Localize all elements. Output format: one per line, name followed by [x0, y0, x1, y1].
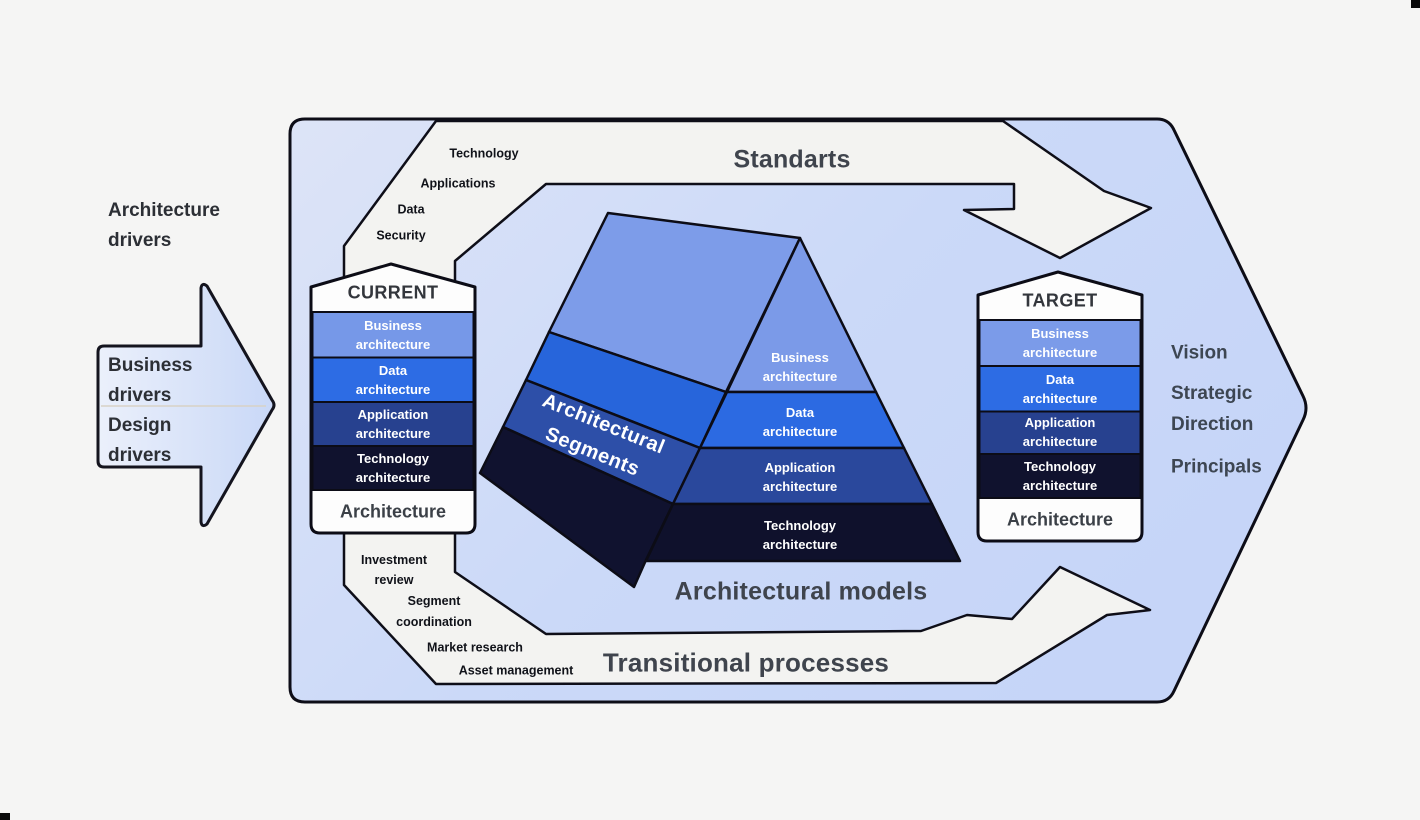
- corner-mark-top-right: [1411, 0, 1420, 8]
- business-drivers-label: Business drivers: [108, 355, 193, 406]
- top-label-applications: Applications: [420, 176, 496, 191]
- principals-label: Principals: [1171, 456, 1262, 478]
- current-row-business-label: Business architecture: [355, 318, 431, 352]
- current-row-business: [311, 311, 475, 359]
- top-label-security: Security: [376, 228, 426, 243]
- transitional-processes-title: Transitional processes: [602, 647, 890, 678]
- corner-mark-bottom-left: [0, 813, 10, 820]
- pyramid-business-label: Business architecture: [762, 350, 838, 384]
- target-header: TARGET: [1022, 290, 1098, 311]
- architecture-drivers-label: Architecture drivers: [108, 200, 220, 251]
- target-row-business-label: Business architecture: [1022, 326, 1098, 360]
- target-row-data-label: Data architecture: [1022, 372, 1098, 406]
- target-footer: Architecture: [1006, 509, 1114, 530]
- segment-coordination-label: Segment coordination: [396, 594, 472, 629]
- current-row-application: [311, 401, 475, 447]
- pyramid-front-technology: [644, 502, 962, 563]
- standarts-title: Standarts: [733, 145, 851, 174]
- investment-review-label: Investment review: [361, 553, 427, 587]
- target-row-application: [978, 410, 1142, 455]
- drivers-arrow-shape: [96, 282, 276, 528]
- vision-label: Vision: [1171, 342, 1228, 364]
- top-label-technology: Technology: [449, 146, 519, 161]
- architectural-models-caption: Architectural models: [674, 577, 928, 606]
- current-row-technology: [311, 445, 475, 491]
- target-row-technology: [978, 453, 1142, 499]
- asset-management-label: Asset management: [458, 663, 574, 678]
- current-row-data: [311, 356, 475, 403]
- current-row-data-label: Data architecture: [355, 363, 431, 397]
- market-research-label: Market research: [427, 640, 523, 655]
- current-header: CURRENT: [347, 282, 439, 303]
- target-row-technology-label: Technology architecture: [1022, 459, 1098, 493]
- pyramid-side-band-technology: [478, 425, 675, 589]
- target-row-business: [978, 319, 1142, 367]
- target-row-data: [978, 365, 1142, 413]
- strategic-direction-label: Strategic Direction: [1171, 383, 1254, 435]
- pyramid-technology-label: Technology architecture: [762, 518, 838, 552]
- top-label-data: Data: [397, 202, 425, 217]
- current-row-technology-label: Technology architecture: [355, 451, 431, 485]
- target-row-application-label: Application architecture: [1022, 415, 1098, 449]
- current-row-application-label: Application architecture: [355, 407, 431, 441]
- design-drivers-label: Design drivers: [108, 415, 172, 466]
- pyramid-data-label: Data architecture: [762, 405, 838, 439]
- pyramid-application-label: Application architecture: [762, 460, 838, 494]
- current-footer: Architecture: [339, 501, 447, 522]
- process-band-shape: [342, 119, 1153, 686]
